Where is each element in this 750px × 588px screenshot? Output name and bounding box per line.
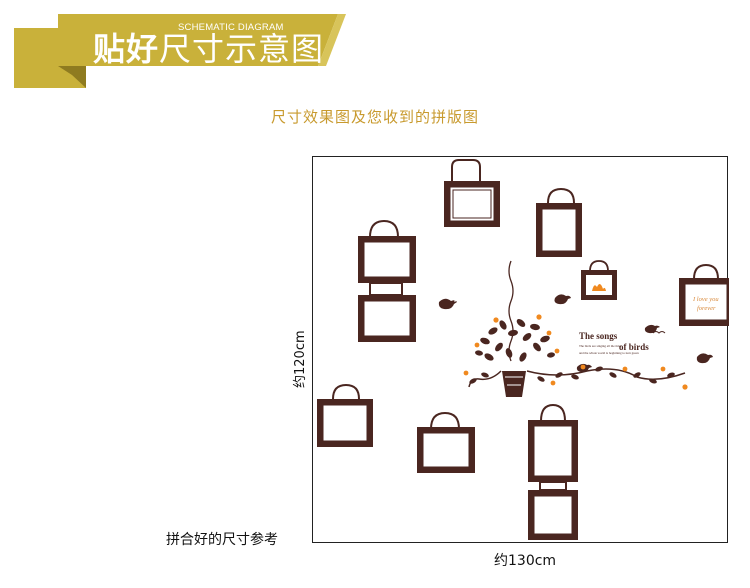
picture-frame <box>417 413 475 473</box>
songs-small-1: The birds are singing all the time <box>579 344 622 348</box>
width-label: 约130cm <box>494 550 556 570</box>
picture-frame <box>358 221 416 283</box>
quote-frame: I love you forever <box>679 265 729 326</box>
size-diagram: I love you forever The songs of birds Th… <box>312 156 728 543</box>
picture-frame <box>358 283 416 342</box>
wall-sticker-illustration: I love you forever The songs of birds Th… <box>313 157 729 544</box>
songs-small-2: and the whole world is beginning to turn… <box>579 351 639 355</box>
height-dimension: 约120cm <box>289 388 309 468</box>
picture-frame <box>444 160 500 227</box>
header-banner: 贴好尺寸示意图 SCHEMATIC DIAGRAM <box>0 0 360 95</box>
picture-frame <box>528 482 578 540</box>
picture-frame <box>528 405 578 482</box>
quote-line-2: forever <box>697 305 716 312</box>
songs-title-1: The songs <box>579 331 618 341</box>
quote-line-1: I love you <box>692 296 719 303</box>
banner-subtitle: SCHEMATIC DIAGRAM <box>178 22 284 33</box>
page-heading: 尺寸效果图及您收到的拼版图 <box>0 106 750 127</box>
picture-frame-small <box>581 261 617 300</box>
bird <box>439 299 457 309</box>
picture-frame <box>317 385 373 447</box>
height-label: 约120cm <box>289 330 308 388</box>
bird <box>697 353 713 363</box>
picture-frame <box>536 189 582 257</box>
size-reference-caption: 拼合好的尺寸参考 <box>166 529 278 549</box>
bird <box>555 294 572 304</box>
